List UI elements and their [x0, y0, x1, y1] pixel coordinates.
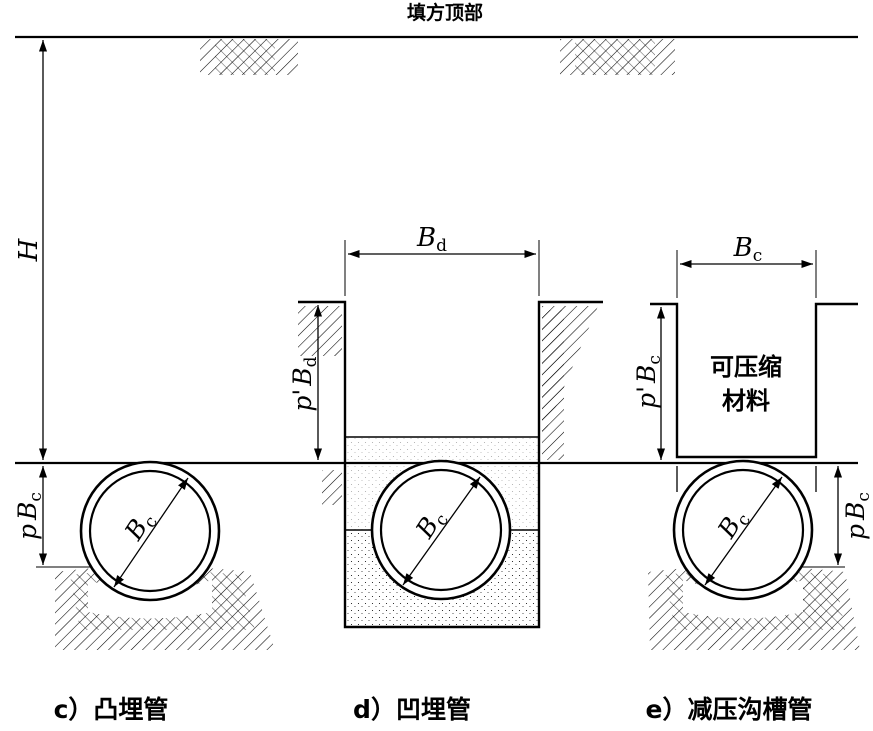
bc-dimension-d	[402, 476, 481, 586]
caption-c: c）凸埋管	[54, 695, 169, 724]
bd-label: Bd	[416, 223, 447, 256]
pprime-bd-label: p'Bd	[288, 356, 321, 411]
pbc-label-left: pBc	[13, 492, 46, 540]
material-label-line1: 可压缩	[710, 353, 782, 381]
pbc-label-right: pBc	[841, 492, 873, 540]
trench-outline-d	[298, 300, 603, 629]
bc-top-label: Bc	[733, 233, 763, 266]
material-label-line2: 材料	[722, 387, 770, 415]
fill-top-label: 填方顶部	[407, 1, 483, 24]
h-label: H	[14, 237, 44, 262]
bc-dimension-c	[113, 477, 189, 588]
fill-top-hatch-left	[200, 39, 298, 75]
compressible-material-outline	[650, 302, 858, 459]
bc-dimension-e	[704, 476, 783, 586]
caption-e: e）减压沟槽管	[646, 695, 813, 724]
trench-wall-right-hatch-d	[542, 306, 598, 460]
pprime-bc-label: p'Bc	[632, 355, 665, 409]
fill-top-hatch-right	[560, 39, 675, 75]
caption-d: d）凹埋管	[353, 695, 471, 724]
